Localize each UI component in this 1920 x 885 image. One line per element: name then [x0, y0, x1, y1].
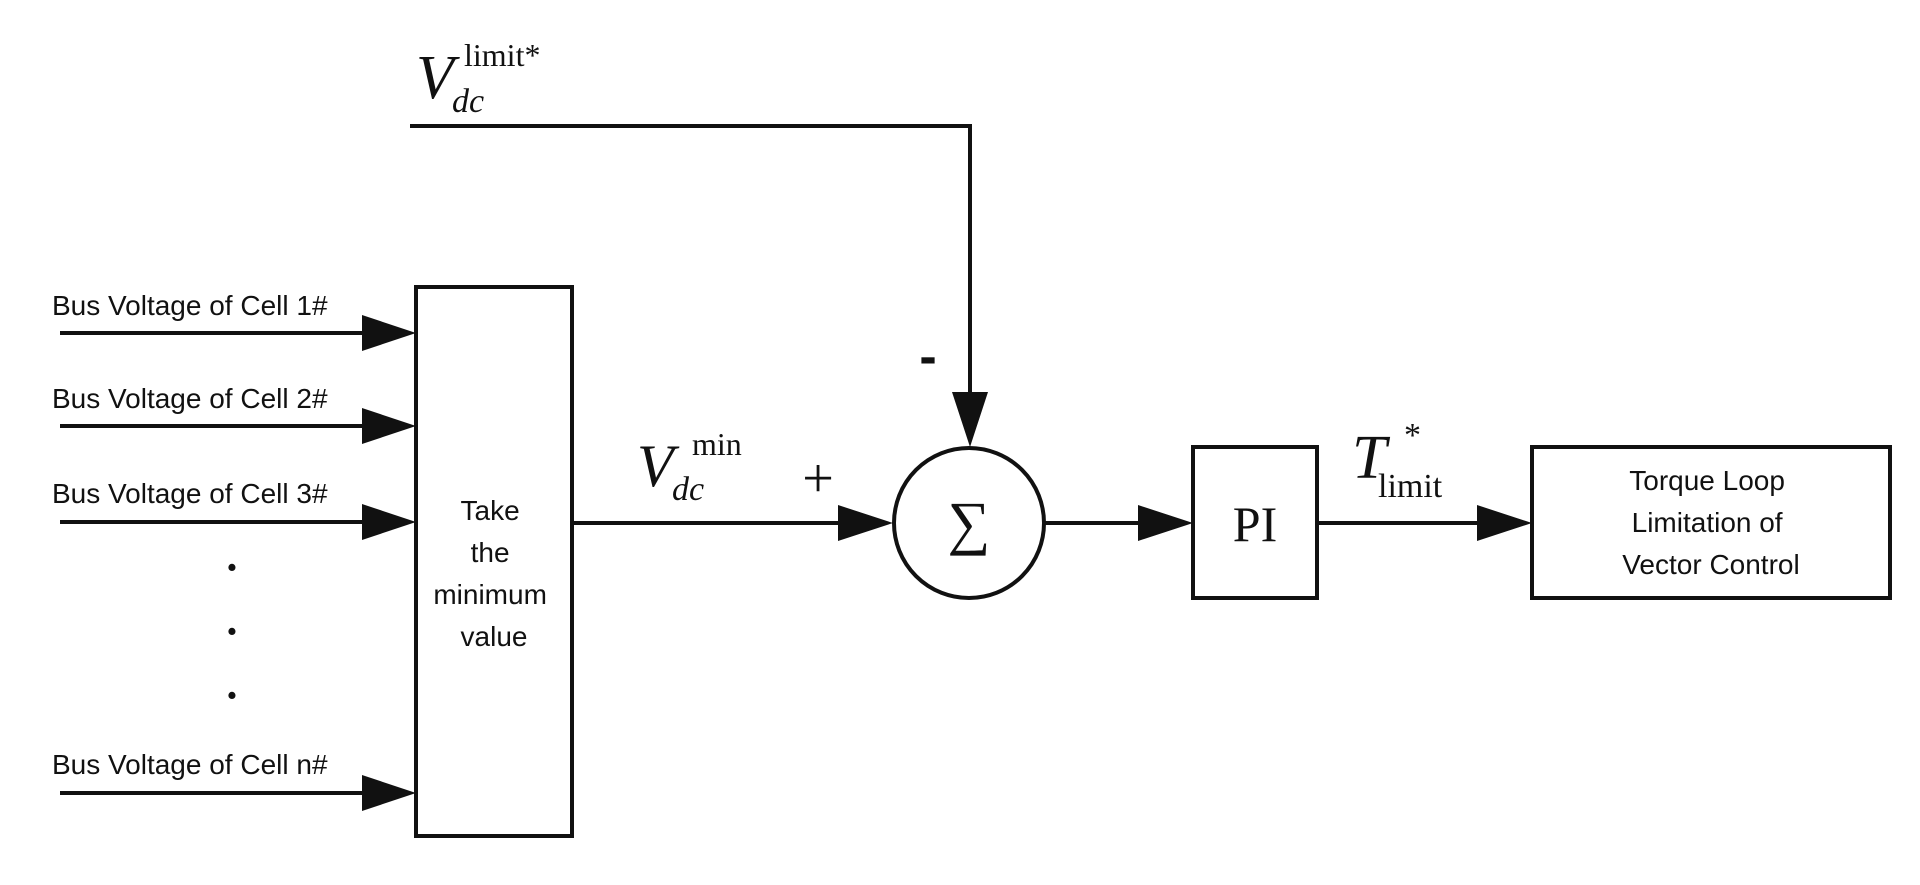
minus-sign: -: [919, 328, 936, 386]
input-line-3: [60, 504, 416, 540]
input-label-3: Bus Voltage of Cell 3#: [52, 478, 328, 509]
input-label-1: Bus Voltage of Cell 1#: [52, 290, 328, 321]
input-line-n: [60, 775, 416, 811]
vmin-arrow: [838, 505, 893, 541]
input-line-2: [60, 408, 416, 444]
pi-block: [1191, 445, 1319, 600]
input-arrow-3: [362, 504, 416, 540]
sum-symbol: ∑: [948, 490, 991, 556]
min-block: [414, 285, 574, 838]
input-arrow-2: [362, 408, 416, 444]
ellipsis-dot-2: ·: [225, 607, 240, 656]
input-line-1: [60, 315, 416, 351]
output-block: [1530, 445, 1892, 600]
input-arrow-n: [362, 775, 416, 811]
sum-to-pi-arrow: [1138, 505, 1193, 541]
pi-label: PI: [1233, 496, 1277, 552]
vlimit-arrow: [952, 392, 988, 447]
input-label-2: Bus Voltage of Cell 2#: [52, 383, 328, 414]
ellipsis-dot-1: ·: [225, 543, 240, 592]
tlimit-label: T limit *: [1352, 417, 1446, 505]
vlimit-line: [410, 124, 972, 402]
output-block-label: Torque Loop Limitation of Vector Control: [1622, 465, 1799, 580]
pi-to-output-arrow: [1477, 505, 1532, 541]
vmin-label: V dc min: [637, 426, 742, 508]
ellipsis-dot-3: ·: [225, 671, 240, 720]
min-block-label: Take the minimum value: [433, 495, 554, 652]
vlimit-label: V dc limit*: [416, 37, 540, 120]
plus-sign: +: [802, 448, 834, 510]
input-arrow-1: [362, 315, 416, 351]
input-label-n: Bus Voltage of Cell n#: [52, 749, 328, 780]
